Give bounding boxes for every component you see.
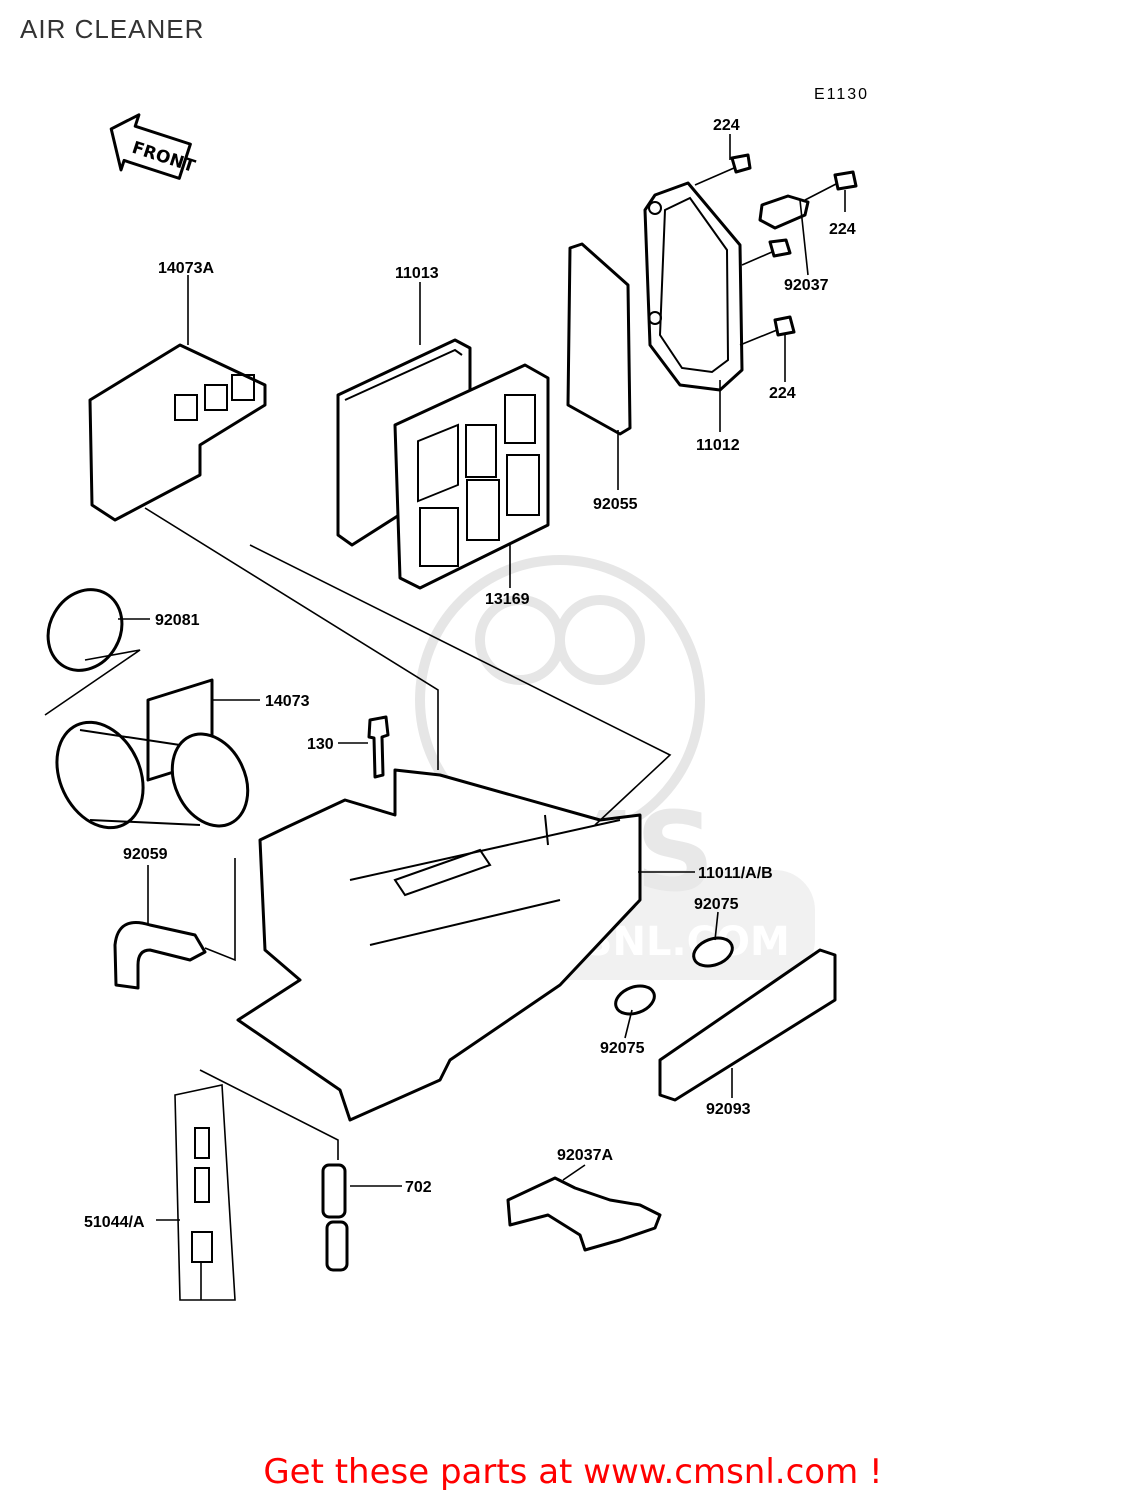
grommet-92075-lower	[614, 984, 656, 1016]
duct-14073a	[88, 343, 267, 522]
promo-banner[interactable]: Get these parts at www.cmsnl.com !	[263, 1452, 883, 1492]
label-92081: 92081	[155, 612, 200, 629]
air-cleaner-case-11011	[236, 768, 642, 1122]
front-arrow: FRONT	[109, 113, 198, 180]
label-13169: 13169	[485, 591, 530, 608]
label-224-bottom: 224	[769, 385, 796, 402]
screw-mid	[741, 238, 792, 266]
duct-14073	[55, 678, 250, 830]
label-11013: 11013	[395, 265, 439, 282]
label-224-right: 224	[829, 221, 856, 238]
screw-224-top	[694, 153, 752, 186]
reference-lines	[44, 134, 846, 1221]
label-702: 702	[405, 1179, 432, 1196]
diagram-code: E1130	[814, 86, 869, 103]
element-frame-13169	[393, 363, 550, 590]
label-92037a: 92037A	[557, 1147, 613, 1164]
hose-92059	[113, 921, 207, 990]
tube-702	[321, 1163, 349, 1272]
label-92055: 92055	[593, 496, 638, 513]
page-title: AIR CLEANER	[20, 14, 205, 44]
drain-51044a	[174, 1084, 236, 1301]
screw-224-right	[804, 170, 858, 201]
label-14073a: 14073A	[158, 260, 214, 277]
label-92075-upper: 92075	[694, 896, 739, 913]
part-labels: 224 224 224 92037 11012 92055 14073A 110…	[84, 117, 856, 1231]
label-11012: 11012	[696, 437, 740, 454]
label-92059: 92059	[123, 846, 168, 863]
screw-224-bottom	[739, 315, 796, 346]
label-224-top: 224	[713, 117, 740, 134]
label-92075-lower: 92075	[600, 1040, 645, 1057]
cover-92093	[658, 948, 837, 1102]
label-11011ab: 11011/A/B	[698, 865, 773, 882]
clamp-92037	[758, 194, 810, 230]
label-92037: 92037	[784, 277, 829, 294]
label-14073: 14073	[265, 693, 310, 710]
band-92081	[46, 588, 124, 672]
label-92093: 92093	[706, 1101, 751, 1118]
gasket-92055	[566, 242, 632, 436]
label-130: 130	[307, 736, 334, 753]
grommet-92075-upper	[692, 936, 734, 968]
air-cleaner-cover	[643, 181, 744, 392]
label-51044a: 51044/A	[84, 1214, 145, 1231]
clamp-92037a	[506, 1176, 662, 1252]
bolt-130	[367, 715, 390, 779]
